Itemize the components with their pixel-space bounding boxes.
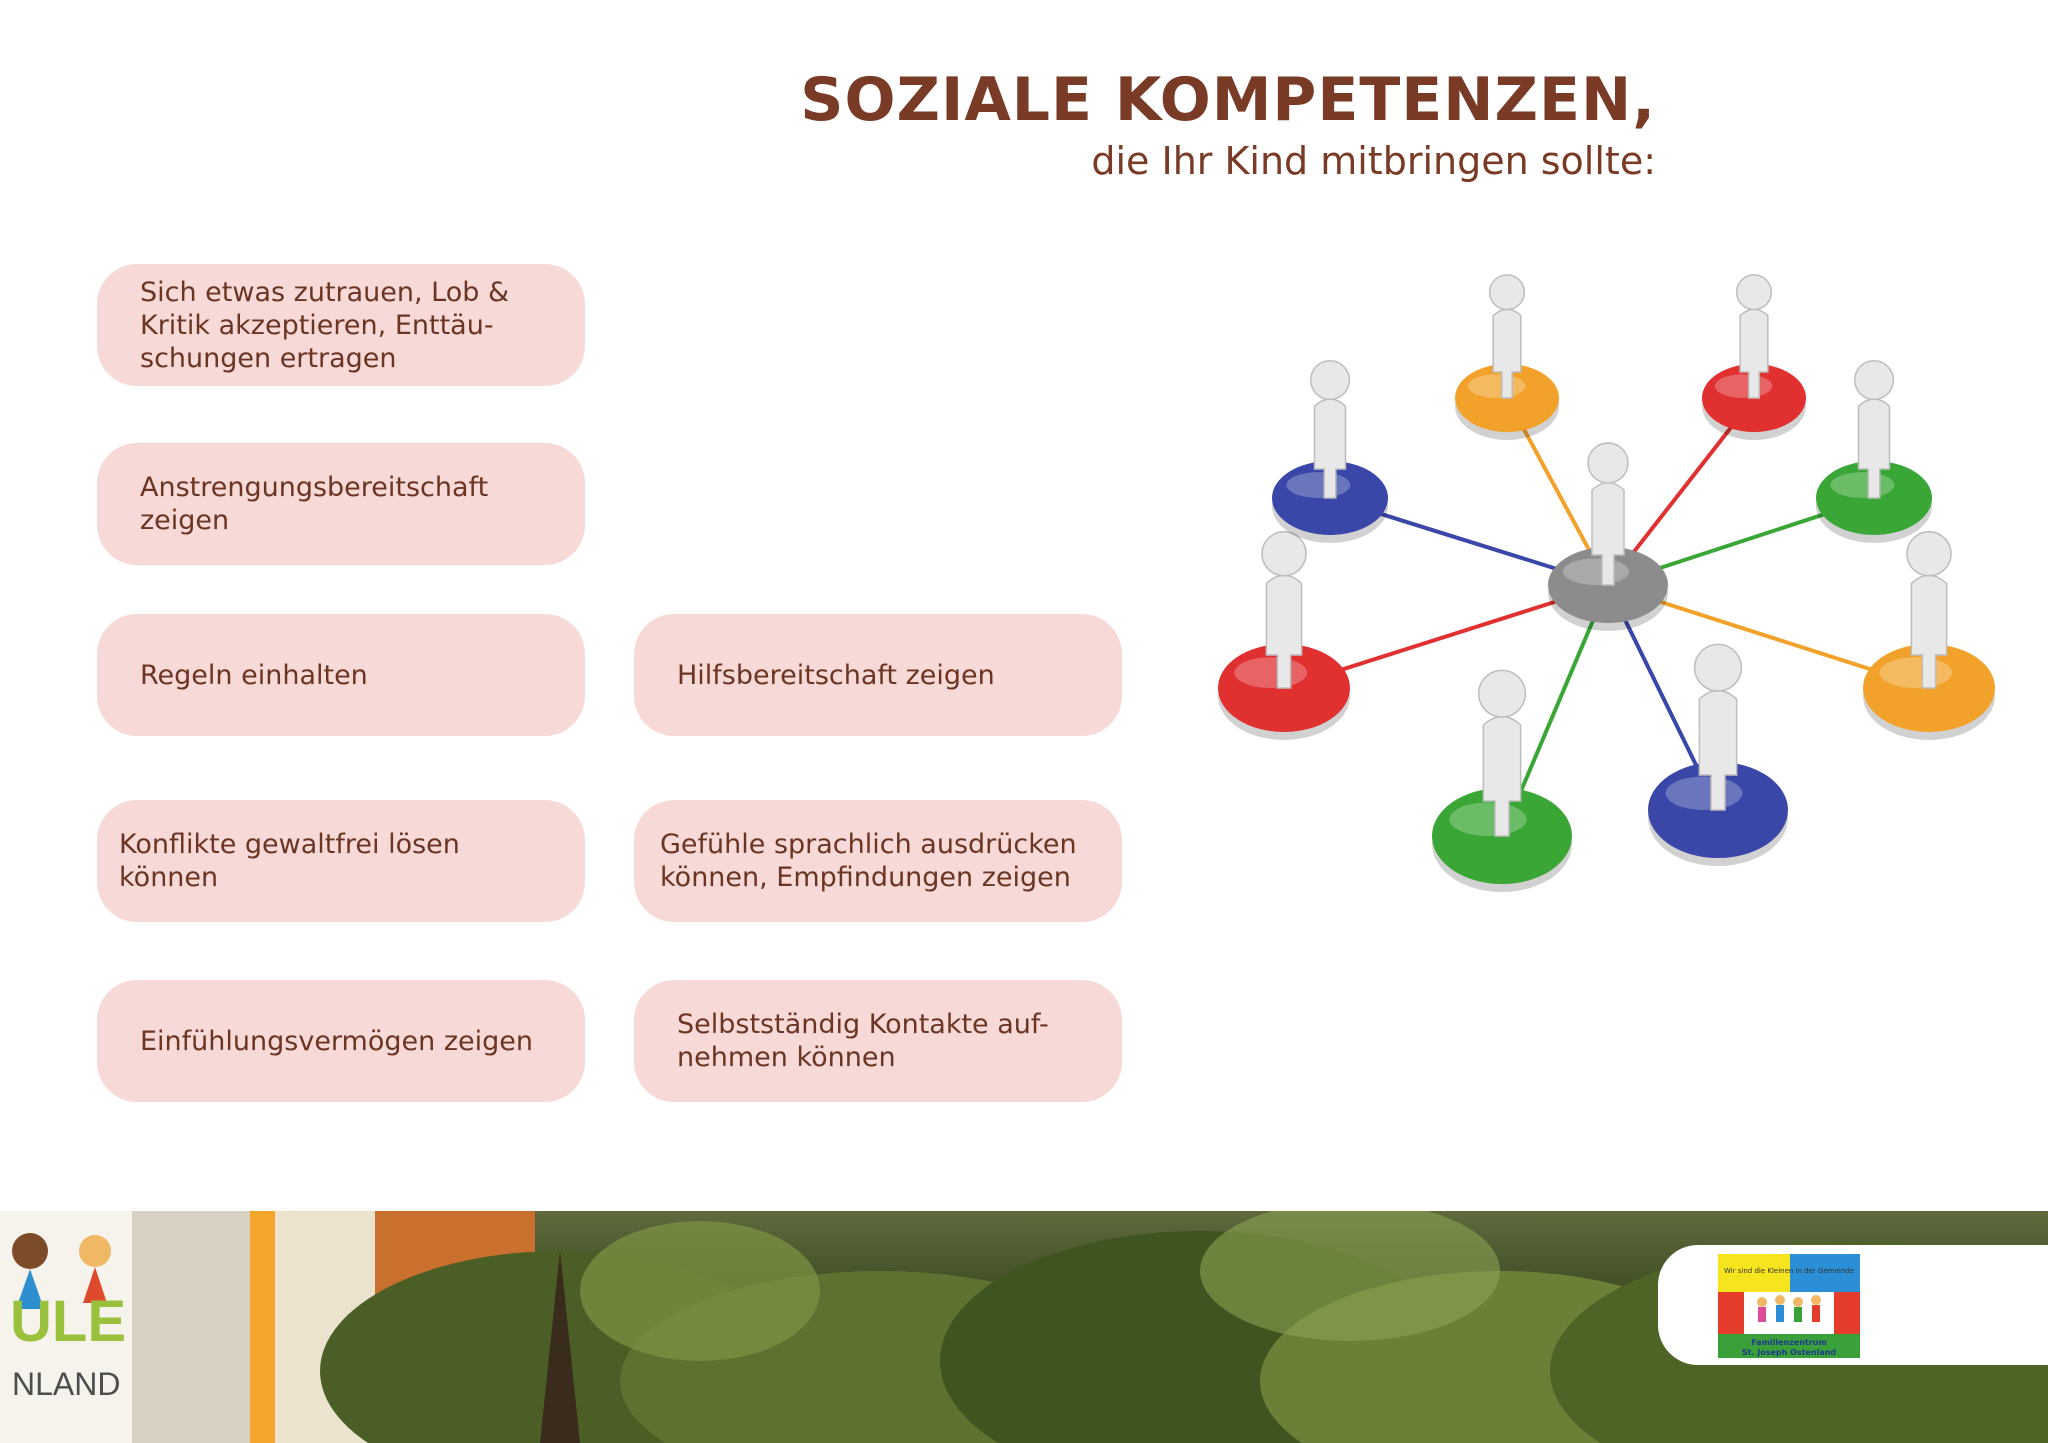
person-head (1693, 643, 1743, 692)
familienzentrum-logo: Wir sind die Kleinen in der Gemeinde Fam… (1718, 1254, 1860, 1358)
logo-arc-text: Wir sind die Kleinen in der Gemeinde (1724, 1267, 1854, 1275)
page-subtitle: die Ihr Kind mitbringen sollte: (1091, 139, 1656, 183)
competence-card: Hilfsbereitschaft zeigen (634, 614, 1122, 736)
sign-text-2: NLAND (12, 1366, 120, 1402)
competence-card: Konflikte gewaltfrei lösen können (97, 800, 585, 922)
network-node (1432, 669, 1572, 892)
person-head (1309, 359, 1351, 401)
person-head (1477, 669, 1527, 718)
competence-card: Regeln einhalten (97, 614, 585, 736)
person-figure (1698, 689, 1738, 811)
page-header: SOZIALE KOMPETENZEN, die Ihr Kind mitbri… (800, 70, 1656, 180)
person-figure (1739, 308, 1769, 399)
person-figure (1591, 481, 1625, 586)
network-node (1455, 274, 1559, 440)
competence-card: Gefühle sprachlich ausdrücken können, Em… (634, 800, 1122, 922)
competence-card: Sich etwas zutrauen, Lob & Kritik akzept… (97, 264, 585, 386)
network-node (1816, 359, 1932, 543)
people-network-illustration (1218, 274, 1995, 892)
network-node (1648, 643, 1788, 866)
network-node (1272, 359, 1388, 543)
person-figure (1482, 715, 1522, 837)
competence-card: Einfühlungsvermögen zeigen (97, 980, 585, 1102)
person-head (1587, 442, 1629, 484)
person-head (1488, 274, 1526, 311)
person-figure (1313, 398, 1347, 499)
logo-name-1: Familienzentrum (1751, 1338, 1827, 1347)
person-head (1853, 359, 1895, 401)
page-title: SOZIALE KOMPETENZEN, (800, 65, 1656, 135)
person-head (1261, 531, 1307, 577)
competence-card: Selbstständig Kontakte auf- nehmen könne… (634, 980, 1122, 1102)
person-figure (1265, 574, 1303, 689)
network-node (1548, 442, 1668, 631)
person-figure (1492, 308, 1522, 399)
person-figure (1857, 398, 1891, 499)
person-figure (1910, 574, 1948, 689)
network-node (1218, 531, 1350, 740)
person-head (1906, 531, 1952, 577)
network-node (1702, 274, 1806, 440)
sign-text-1: ULE (10, 1289, 126, 1354)
person-head (1735, 274, 1773, 311)
competence-card: Anstrengungsbereitschaft zeigen (97, 443, 585, 565)
logo-name-2: St. Joseph Ostenland (1742, 1348, 1837, 1357)
network-node (1863, 531, 1995, 740)
